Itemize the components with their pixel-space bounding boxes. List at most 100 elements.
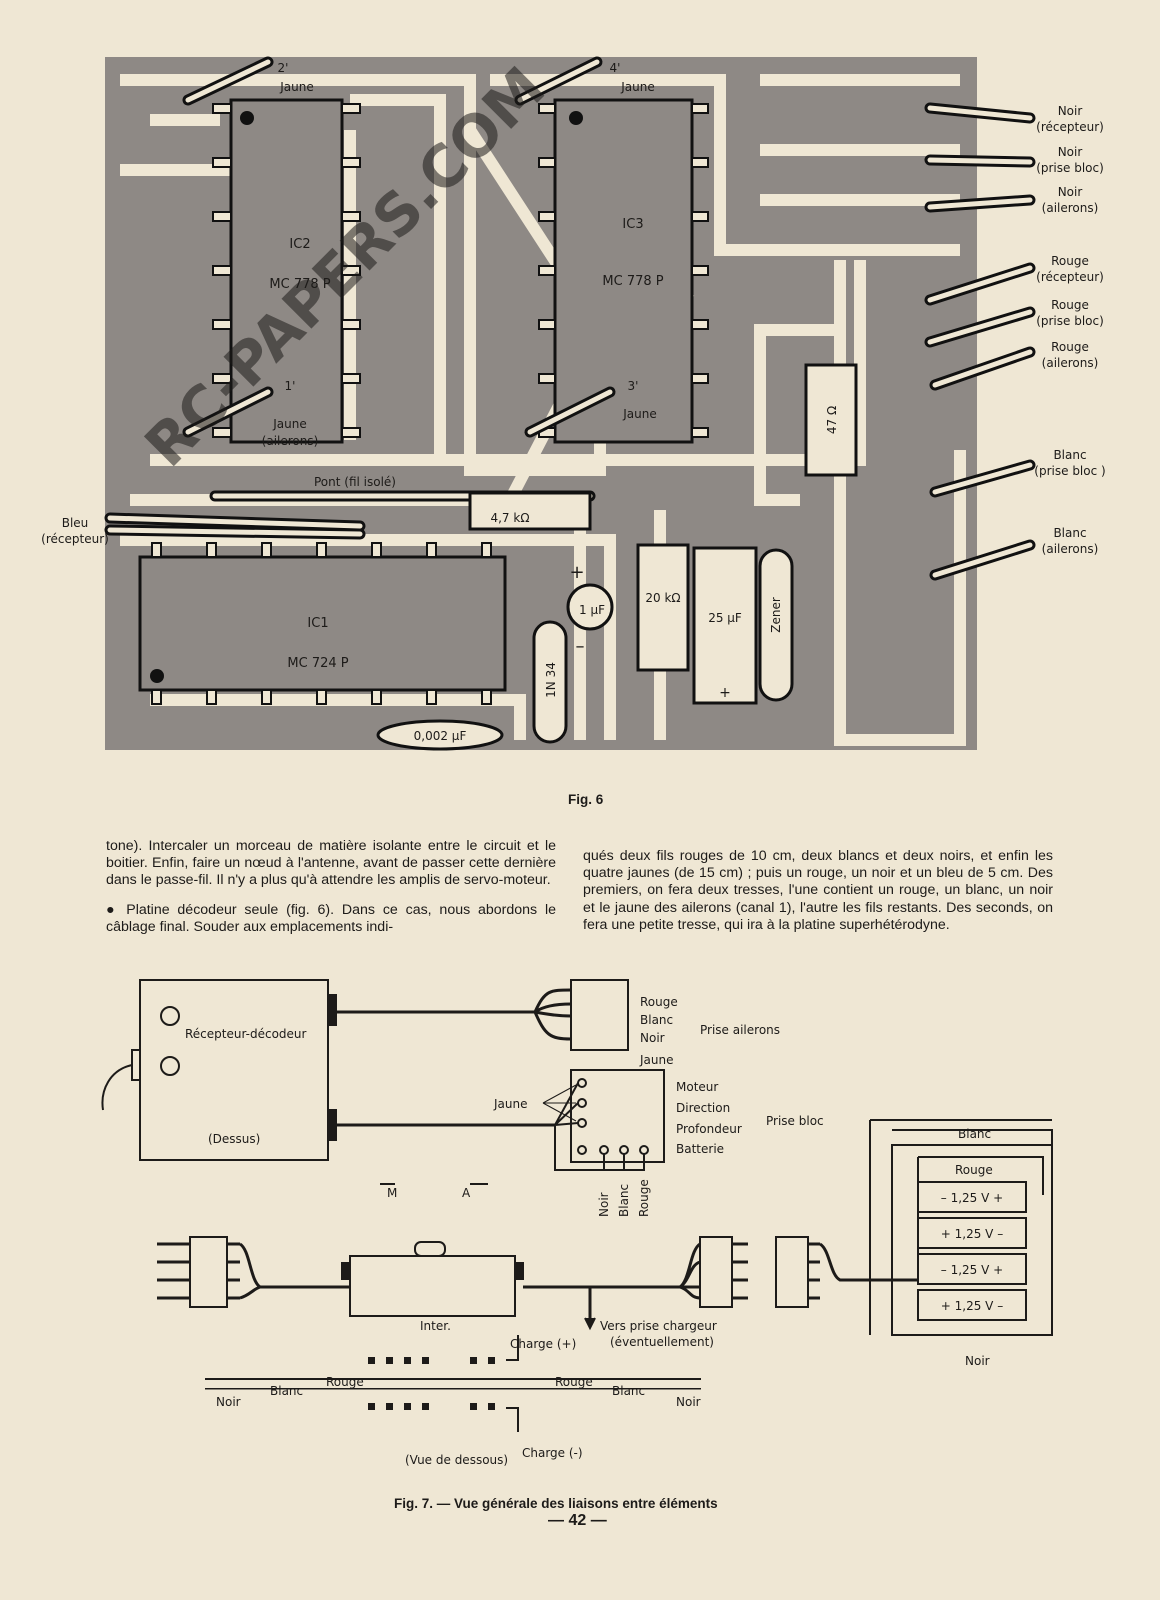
jaune-label: Jaune — [493, 1097, 528, 1111]
ic1-chip — [138, 555, 507, 692]
diode-label: 1N 34 — [544, 662, 558, 698]
capacitor-25uf — [692, 546, 758, 705]
ic-pin — [316, 542, 327, 558]
ic2-name: IC2 — [289, 237, 310, 252]
battery-rouge: Rouge — [955, 1163, 993, 1177]
wire-label-color: Rouge — [1051, 340, 1089, 354]
underside-view — [205, 1357, 701, 1410]
inter-label: Inter. — [420, 1319, 451, 1333]
battery-cell — [917, 1217, 1027, 1249]
inter-switch — [349, 1255, 516, 1317]
wire-label-color: Rouge — [1051, 254, 1089, 268]
prise-ailerons-title: Prise ailerons — [700, 1023, 780, 1037]
ic-pin — [212, 103, 232, 114]
ic-pin — [341, 157, 361, 168]
capacitor-0002uf — [376, 719, 504, 751]
wire-label-color: Rouge — [1051, 298, 1089, 312]
c1u-minus: – — [576, 636, 585, 657]
blanc-right: Blanc — [612, 1384, 645, 1398]
battery-blanc: Blanc — [958, 1127, 991, 1141]
jaune-label-1: Jaune — [272, 417, 307, 431]
c1u-label: 1 µF — [579, 603, 605, 617]
ic1-part: MC 724 P — [287, 656, 348, 671]
wire-label-color: Noir — [1058, 185, 1083, 199]
ic-pin — [261, 542, 272, 558]
m-label: M — [387, 1186, 397, 1200]
fig6-caption: Fig. 6 — [568, 792, 604, 807]
fig7-wiring-diagram: – 1,25 V ++ 1,25 V –– 1,25 V ++ 1,25 V –… — [101, 979, 1053, 1467]
bottom-wire-label: Noir — [597, 1192, 611, 1217]
pont-label: Pont (fil isolé) — [314, 475, 396, 489]
ic-pin — [151, 689, 162, 705]
wire-label: Jaune — [639, 1053, 674, 1067]
wire-label-dest: (prise bloc) — [1036, 314, 1104, 328]
wire-label: Blanc — [640, 1013, 673, 1027]
wire-label-color: Blanc — [1053, 448, 1086, 462]
plug-right-male — [699, 1236, 733, 1308]
c1u-plus: + — [569, 562, 584, 583]
ailerons-label-1: (ailerons) — [262, 434, 319, 448]
ic-pin — [481, 542, 492, 558]
prise-bloc-title: Prise bloc — [766, 1114, 824, 1128]
ic-pin — [341, 265, 361, 276]
resistor-4k7 — [468, 491, 592, 531]
battery-cell — [917, 1253, 1027, 1285]
fig7-caption: Fig. 7. — Vue générale des liaisons entr… — [394, 1496, 718, 1511]
receiver-label: Récepteur-décodeur — [185, 1027, 307, 1041]
plug-left — [189, 1236, 228, 1308]
ic-pin — [212, 211, 232, 222]
rouge-left: Rouge — [326, 1375, 364, 1389]
ic-pin — [538, 373, 556, 384]
r20k-label: 20 kΩ — [645, 591, 680, 605]
battery-pack — [891, 1144, 1053, 1336]
rouge-right: Rouge — [555, 1375, 593, 1389]
ic-pin — [151, 542, 162, 558]
wire-label-color: Noir — [1058, 104, 1083, 118]
bottom-wire-label: Rouge — [637, 1179, 651, 1217]
pin-label: Profondeur — [676, 1122, 742, 1136]
pin-label-1: 1' — [285, 379, 296, 393]
ic-pin — [691, 265, 709, 276]
ic-pin — [691, 373, 709, 384]
ic-pin — [538, 211, 556, 222]
ic2-part: MC 778 P — [269, 277, 330, 292]
battery-cell-label: – 1,25 V + — [941, 1263, 1003, 1277]
pin-label: Moteur — [676, 1080, 718, 1094]
ic-pin — [341, 211, 361, 222]
wire-label-dest: (ailerons) — [1042, 201, 1099, 215]
jaune-label-4: Jaune — [620, 80, 655, 94]
charge-minus: Charge (-) — [522, 1446, 583, 1460]
jaune-label-2: Jaune — [279, 80, 314, 94]
ic-pin — [316, 689, 327, 705]
resistor-20k — [636, 543, 690, 672]
paragraph: tone). Intercaler un morceau de matière … — [106, 838, 556, 889]
ic-pin — [212, 427, 232, 438]
ic-pin — [538, 103, 556, 114]
ic3-name: IC3 — [622, 217, 643, 232]
ic-pin — [691, 157, 709, 168]
wire-label-dest: (ailerons) — [1042, 542, 1099, 556]
battery-cell — [917, 1181, 1027, 1213]
ic-pin — [212, 157, 232, 168]
capacitor-1uf — [566, 583, 614, 631]
ic-pin — [538, 265, 556, 276]
ic-pins — [151, 103, 709, 705]
noir-right: Noir — [676, 1395, 701, 1409]
ic-pin — [212, 373, 232, 384]
c0002-label: 0,002 µF — [414, 729, 467, 743]
ic-pin — [481, 689, 492, 705]
wire-label: Noir — [640, 1031, 665, 1045]
ic-pin — [341, 427, 361, 438]
ic-pin — [341, 373, 361, 384]
bottom-wire-label: Blanc — [617, 1184, 631, 1217]
plug-battery — [775, 1236, 809, 1308]
pin-label: Batterie — [676, 1142, 724, 1156]
r47-label: 47 Ω — [825, 406, 839, 434]
dessus-label: (Dessus) — [208, 1132, 260, 1146]
charge-plus: Charge (+) — [510, 1337, 576, 1351]
text-right-column: qués deux fils rouges de 10 cm, deux bla… — [583, 848, 1053, 946]
pin-label-4: 4' — [610, 61, 621, 75]
page-number: — 42 — — [548, 1512, 607, 1529]
wire-label-dest: (ailerons) — [1042, 356, 1099, 370]
ic1-name: IC1 — [307, 616, 328, 631]
